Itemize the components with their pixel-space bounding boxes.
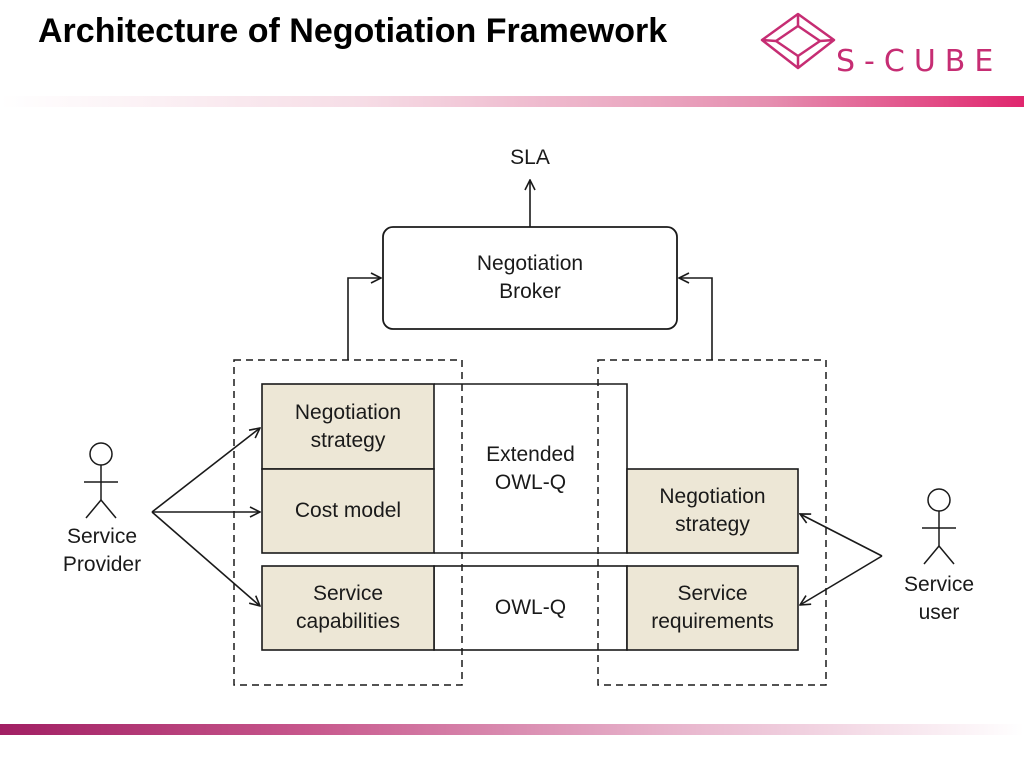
negotiation-broker-label: Negotiation Broker <box>383 234 677 322</box>
provider-strategy-line-1: Negotiation <box>294 400 402 424</box>
provider-negotiation-strategy-box <box>261 383 435 470</box>
provider-to-capabilities-arrow <box>151 511 260 606</box>
user-negotiation-strategy-label: Negotiation strategy <box>627 469 798 553</box>
sla-label: SLA <box>510 146 550 169</box>
service-provider-label: Service Provider <box>46 522 158 580</box>
service-requirements-box <box>626 565 799 651</box>
provider-to-broker-arrow <box>347 278 381 360</box>
service-provider-actor-icon <box>84 442 118 519</box>
requirements-line-1: Service <box>677 582 748 605</box>
cost-model-box <box>261 468 435 554</box>
provider-line-2: Provider <box>62 553 142 576</box>
owlq-label: OWL-Q <box>494 596 567 619</box>
broker-line-2: Broker <box>499 280 561 303</box>
service-capabilities-label: Service capabilities <box>262 566 434 650</box>
user-strategy-line-2: strategy <box>675 513 750 536</box>
extended-owlq-label: Extended OWL-Q <box>434 440 627 498</box>
bottom-accent-bar <box>0 724 1024 735</box>
slide-title: Architecture of Negotiation Framework <box>38 12 668 50</box>
service-requirements-label: Service requirements <box>627 566 798 650</box>
service-user-label: Service user <box>888 570 990 628</box>
user-to-strategy-arrow <box>800 514 883 557</box>
broker-line-1: Negotiation <box>476 252 584 275</box>
logo-text: S-CUBE <box>836 44 1003 79</box>
extended-owlq-line-2: OWL-Q <box>494 471 567 494</box>
user-strategy-line-1: Negotiation <box>659 485 766 508</box>
user-negotiation-strategy-box <box>626 468 799 554</box>
provider-line-1: Service <box>66 525 138 548</box>
s-cube-logo-icon <box>760 12 836 70</box>
provider-negotiation-strategy-label: Negotiation strategy <box>262 384 434 469</box>
requirements-line-2: requirements <box>651 610 774 633</box>
provider-to-strategy-arrow <box>151 428 260 513</box>
capabilities-line-2: capabilities <box>296 610 400 633</box>
user-line-1: Service <box>903 573 975 596</box>
user-to-requirements-arrow <box>800 555 883 605</box>
service-capabilities-box <box>261 565 435 651</box>
provider-strategy-line-2: strategy <box>310 428 386 452</box>
cost-model-label: Cost model <box>294 499 402 522</box>
extended-owlq-line-1: Extended <box>486 443 575 466</box>
user-to-broker-arrow <box>679 278 713 360</box>
service-user-actor-icon <box>922 488 956 565</box>
top-accent-bar <box>0 96 1024 107</box>
user-line-2: user <box>918 601 960 624</box>
capabilities-line-1: Service <box>312 582 384 605</box>
